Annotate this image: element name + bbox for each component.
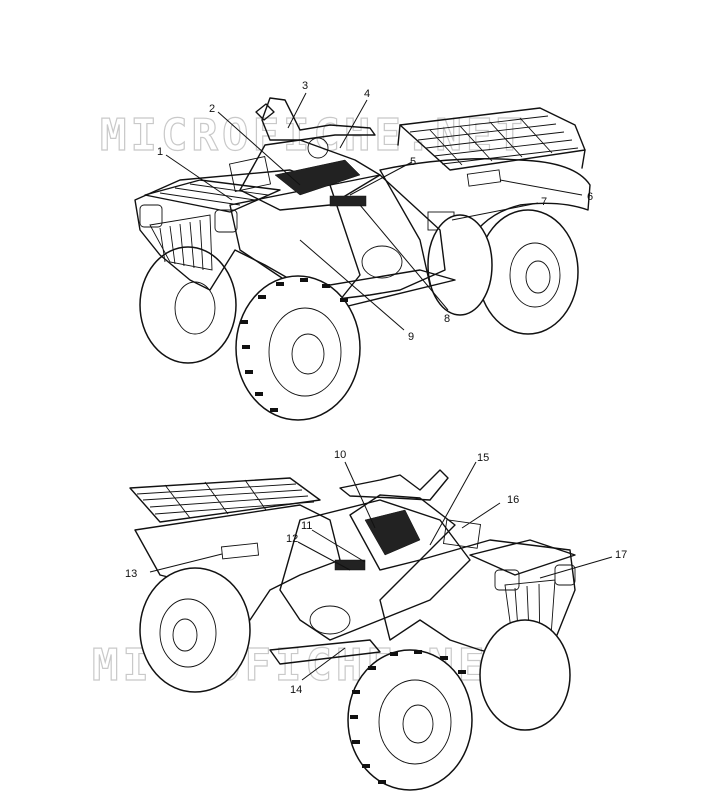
callout-16: 16 <box>507 494 520 506</box>
leader-lines-top <box>165 92 583 331</box>
bottom-headlight-right <box>554 564 576 586</box>
bottom-front-near-tire <box>347 649 473 791</box>
bottom-body <box>279 499 471 641</box>
callout-1: 1 <box>157 146 164 158</box>
instrument-pod <box>228 156 272 192</box>
callout-8: 8 <box>444 313 451 325</box>
callout-9: 9 <box>408 331 415 343</box>
bottom-instrument-pod <box>442 519 482 549</box>
body-side <box>229 174 446 301</box>
front-right-tread <box>240 278 348 412</box>
callout-15: 15 <box>477 452 490 464</box>
bottom-tank-decal <box>364 509 421 556</box>
bottom-rear-decal <box>220 542 260 560</box>
callout-3: 3 <box>302 80 309 92</box>
callout-12: 12 <box>286 533 299 545</box>
callout-7: 7 <box>541 196 548 208</box>
callout-6: 6 <box>587 191 594 203</box>
atv-front-view <box>134 92 591 421</box>
rear-rack <box>397 107 586 171</box>
callout-13: 13 <box>125 568 138 580</box>
bottom-warning-decal <box>334 559 366 571</box>
rear-right-tire <box>477 209 579 335</box>
bottom-headlight-left <box>494 569 520 591</box>
tank-seat <box>239 139 381 211</box>
callout-10: 10 <box>334 449 347 461</box>
callout-5: 5 <box>410 156 417 168</box>
bottom-tank-seat <box>349 494 456 571</box>
rear-fender-decal <box>466 169 502 187</box>
front-left-tire <box>139 246 237 364</box>
callout-14: 14 <box>290 684 303 696</box>
tank-decal <box>274 159 361 196</box>
rear-left-tire <box>427 214 493 316</box>
bottom-rear-tire <box>139 567 251 693</box>
front-right-tire <box>235 275 361 421</box>
warning-decal <box>329 195 367 207</box>
handlebar <box>261 97 376 141</box>
callout-17: 17 <box>615 549 628 561</box>
bottom-front-tread <box>350 650 466 784</box>
bottom-rear-rack <box>129 477 321 523</box>
headlight-left <box>139 204 163 228</box>
bottom-footrest <box>269 639 381 665</box>
callout-4: 4 <box>364 88 371 100</box>
bottom-handlebar <box>339 469 449 501</box>
atv-rear-view <box>129 461 613 791</box>
bottom-front-far-tire <box>479 619 571 731</box>
callout-11: 11 <box>301 520 313 532</box>
callout-2: 2 <box>209 103 216 115</box>
bottom-front-rack <box>469 539 576 576</box>
fuel-cap <box>307 137 329 159</box>
engine-cover <box>361 245 403 279</box>
leader-lines-bottom <box>149 461 613 681</box>
mirror-left <box>255 103 275 121</box>
front-rack <box>144 179 281 213</box>
headlight-right <box>214 209 238 233</box>
rear-fender <box>379 158 591 286</box>
